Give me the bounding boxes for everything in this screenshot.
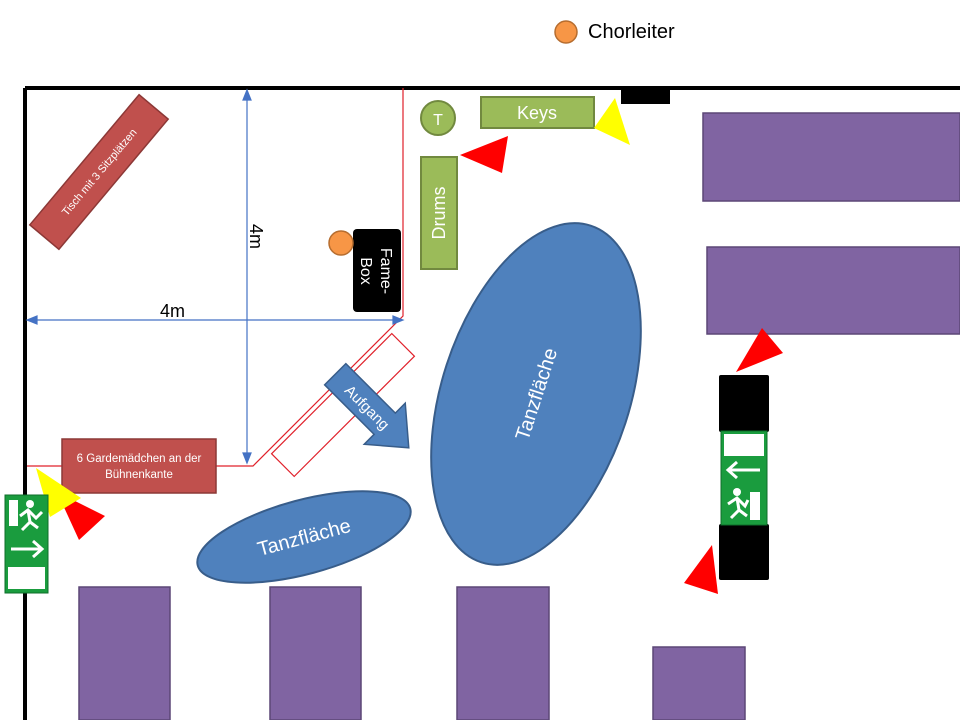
seating-block: [269, 586, 362, 720]
drums-label: Drums: [429, 187, 449, 240]
speaker: [719, 524, 769, 580]
emergency-exit-icon: [4, 494, 49, 594]
dance-floor-large: Tanzfläche: [430, 222, 642, 566]
t-marker: [420, 100, 456, 136]
spotlight-icon: [736, 328, 783, 372]
stairs-arrow: Aufgang: [323, 362, 410, 449]
keys-instrument: [480, 96, 595, 129]
seating-block: [706, 246, 960, 335]
spotlight-icon: [460, 136, 508, 173]
guard-girls-label-line1: 6 Gardemädchen an der: [77, 453, 202, 465]
seating-block: [456, 586, 550, 720]
stairs-area: [270, 332, 416, 478]
spotlight-icon: [684, 545, 718, 594]
table-seats: Tisch mit 3 Sitzplätzen: [28, 93, 170, 251]
speaker: [621, 88, 670, 104]
seating-block: [702, 112, 960, 202]
guard-girls-box: [61, 438, 217, 494]
conductor-position-marker: [328, 230, 354, 256]
fame-box-label-line1: Fame-: [377, 248, 394, 294]
width-dimension-label: 4m: [160, 301, 185, 321]
seating-block: [78, 586, 171, 720]
guard-girls-label-line2: Bühnenkante: [105, 469, 173, 481]
emergency-exit-icon: [720, 430, 768, 526]
spotlight-icon: [594, 98, 630, 145]
speaker: [719, 375, 769, 432]
width-dimension-arrow: [25, 315, 405, 325]
depth-dimension-label: 4m: [246, 224, 266, 249]
stage-outline: [27, 88, 404, 467]
drums-instrument: [420, 156, 458, 270]
conductor-legend-marker: [554, 20, 578, 44]
fame-box: [353, 229, 401, 312]
seating-block: [652, 646, 746, 720]
depth-dimension-arrow: [242, 88, 252, 465]
dance-floor-small: Tanzfläche: [196, 490, 412, 584]
conductor-legend-label: Chorleiter: [588, 21, 675, 43]
keys-label: Keys: [517, 103, 557, 123]
t-marker-label: T: [433, 112, 443, 129]
fame-box-label-line2: Box: [357, 257, 374, 285]
